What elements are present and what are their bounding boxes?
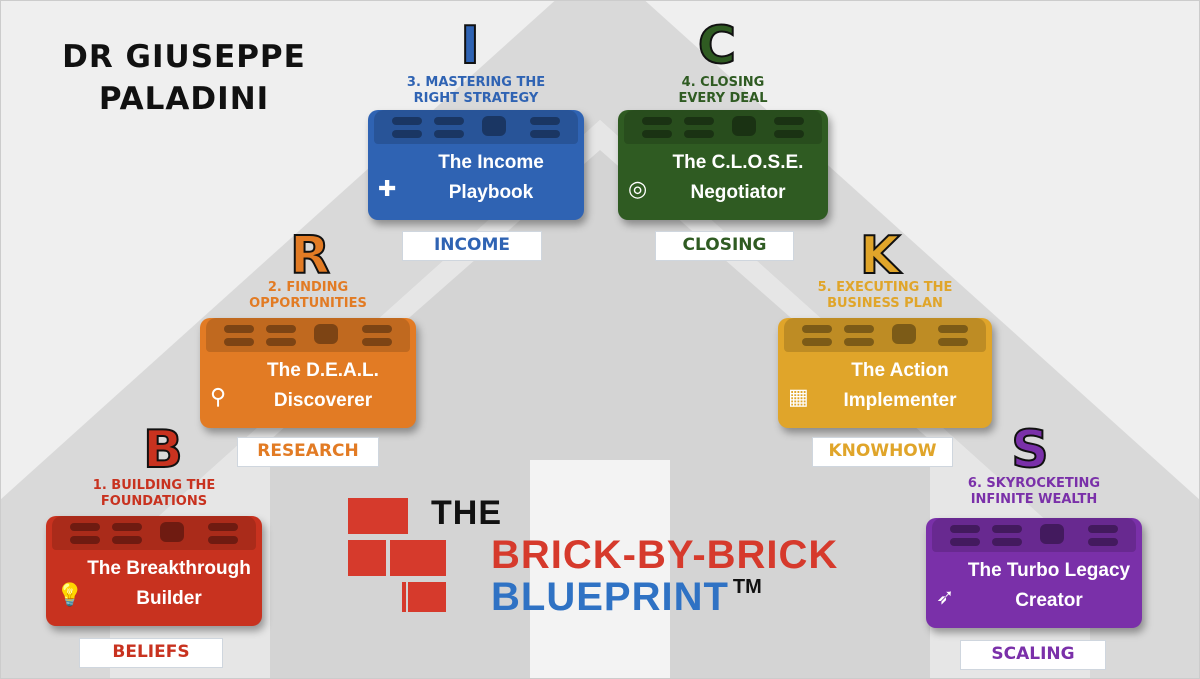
step-letter: C	[697, 16, 737, 76]
logo-the: THE	[431, 494, 502, 532]
caption-line-2: RIGHT STRATEGY	[413, 91, 539, 106]
brick-title-line-2: Builder	[136, 588, 202, 609]
brick-title-line-2: Negotiator	[690, 182, 786, 203]
caption-line-1: 3. MASTERING THE	[406, 75, 546, 90]
step-tag: RESEARCH	[237, 437, 379, 467]
brick-title-line-1: The Breakthrough	[87, 558, 251, 579]
brick-title-line-1: The Action	[851, 360, 949, 381]
caption-line-2: EVERY DEAL	[678, 91, 768, 106]
step-letter: R	[289, 226, 331, 286]
logo-blueprint: BLUEPRINT	[491, 575, 729, 619]
brick-title-line-2: Discoverer	[273, 390, 373, 411]
brick-top	[624, 110, 822, 144]
step-letter: K	[859, 226, 901, 286]
logo-row-2: BLUEPRINT TM	[491, 576, 762, 618]
brick-title-line-1: The Income	[438, 152, 544, 173]
target-icon: ◎	[628, 177, 648, 202]
step-tag: SCALING	[960, 640, 1106, 670]
caption-line-1: 6. SKYROCKETING	[967, 476, 1101, 491]
brick-top	[932, 518, 1136, 552]
caption-line-2: OPPORTUNITIES	[249, 296, 367, 311]
brick-title-line-1: The Turbo Legacy	[967, 560, 1131, 581]
author-line-2: PALADINI	[98, 81, 270, 117]
brick-top	[206, 318, 410, 352]
magnifier-icon: ⚲	[210, 385, 227, 410]
presentation-icon: ▦	[788, 385, 809, 410]
caption-line-2: FOUNDATIONS	[100, 494, 208, 509]
brick: ◎ The C.L.O.S.E. Negotiator	[618, 110, 828, 220]
caption-line-2: INFINITE WEALTH	[970, 492, 1098, 507]
caption-line-1: 4. CLOSING	[681, 75, 765, 90]
brick: ⚲ The D.E.A.L. Discoverer	[200, 318, 416, 428]
step-tag: CLOSING	[655, 231, 794, 261]
brick-top	[784, 318, 986, 352]
brick-title-line-2: Implementer	[843, 390, 957, 411]
brick-title-line-2: Creator	[1015, 590, 1083, 611]
caption-line-1: 1. BUILDING THE	[92, 478, 216, 493]
brick-top	[374, 110, 578, 144]
caption-line-1: 2. FINDING	[267, 280, 349, 295]
author-name: DR GIUSEPPE PALADINI	[34, 36, 334, 120]
brick-title: The C.L.O.S.E. Negotiator	[652, 148, 824, 208]
step-tag: KNOWHOW	[812, 437, 953, 467]
logo-brick-by-brick: BRICK-BY-BRICK	[491, 533, 839, 577]
caption-line-1: 5. EXECUTING THE	[817, 280, 953, 295]
step-tag: INCOME	[402, 231, 542, 261]
brick-top	[52, 516, 256, 550]
rocket-icon: ➶	[936, 585, 955, 610]
step-letter: I	[459, 16, 480, 76]
brick-title-line-1: The D.E.A.L.	[267, 360, 379, 381]
logo-trademark: TM	[732, 576, 762, 598]
brick-by-brick-logo: THE BRICK-BY-BRICK BLUEPRINT TM	[346, 488, 866, 618]
brick-title: The D.E.A.L. Discoverer	[234, 356, 412, 416]
step-letter: S	[1010, 420, 1049, 480]
brick-logo-icon	[348, 498, 446, 612]
step-tag: BELIEFS	[79, 638, 223, 668]
brick-title-line-1: The C.L.O.S.E.	[672, 152, 804, 173]
author-line-1: DR GIUSEPPE	[62, 39, 306, 75]
lightbulb-icon: 💡	[56, 583, 84, 608]
puzzle-icon: ✚	[378, 177, 397, 202]
step-letter: B	[142, 420, 184, 480]
brick-title-line-2: Playbook	[448, 182, 534, 203]
caption-line-2: BUSINESS PLAN	[827, 296, 943, 311]
